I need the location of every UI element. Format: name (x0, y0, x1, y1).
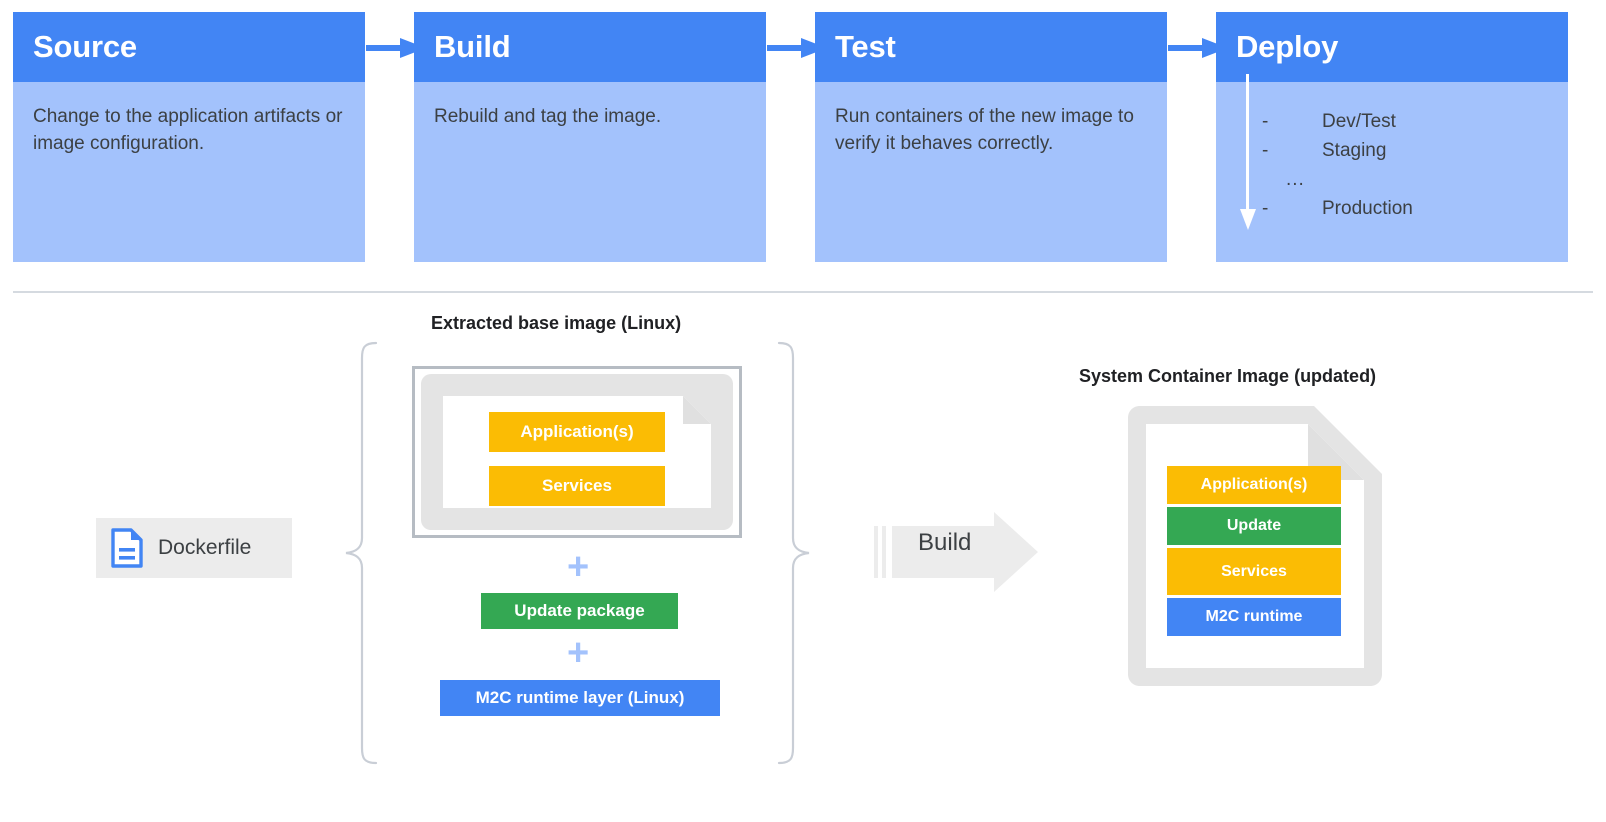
left-brace (345, 341, 378, 765)
card-header-build: Build (414, 12, 766, 82)
arrow-down-icon (1240, 74, 1256, 230)
system-container-layer-stack: Application(s) Update Services M2C runti… (1167, 466, 1341, 639)
pipeline-card-deploy[interactable]: Deploy - Dev/Test - Staging ... - Produc… (1216, 12, 1568, 262)
layer-bar-label: Update package (514, 601, 645, 620)
dockerfile-label: Dockerfile (158, 536, 252, 559)
sys-layer-m2c-runtime: M2C runtime (1167, 598, 1341, 636)
plus-icon-2: + (567, 632, 590, 674)
card-title-source: Source (33, 29, 137, 64)
card-header-test: Test (815, 12, 1167, 82)
card-title-test: Test (835, 29, 896, 64)
sys-layer-update: Update (1167, 507, 1341, 545)
layer-bar-services: Services (489, 466, 665, 506)
list-item-dash: - (1262, 111, 1269, 132)
sys-layer-label: Application(s) (1200, 476, 1308, 493)
build-action-arrow[interactable] (874, 510, 1040, 599)
list-item-dash: - (1262, 198, 1269, 219)
sys-layer-services: Services (1167, 548, 1341, 595)
card-title-build: Build (434, 29, 511, 64)
pipeline-card-test[interactable]: Test Run containers of the new image to … (815, 12, 1167, 262)
pipeline-card-source[interactable]: Source Change to the application artifac… (13, 12, 365, 262)
sys-layer-label: M2C runtime (1205, 608, 1303, 625)
deploy-environment-list: - Dev/Test - Staging ... - Production (1216, 82, 1568, 228)
list-ellipsis: ... (1286, 169, 1305, 190)
card-body-test: Run containers of the new image to verif… (835, 106, 1134, 154)
base-image-document-icon (421, 374, 733, 530)
arrow-right-block-icon (874, 512, 1038, 592)
layer-bar-label: Services (542, 476, 612, 495)
layer-bar-update-package: Update package (481, 593, 678, 629)
arrow-right-icon-3 (1168, 38, 1228, 58)
section-divider (13, 291, 1593, 293)
layer-bar-label: Application(s) (520, 422, 634, 441)
list-item: - Staging (1216, 141, 1568, 170)
list-item-label: Dev/Test (1322, 111, 1396, 132)
plus-icon-1: + (567, 546, 590, 588)
right-brace (777, 341, 810, 765)
list-item: - Dev/Test (1216, 112, 1568, 141)
extracted-base-image-caption: Extracted base image (Linux) (431, 313, 682, 333)
card-body-build: Rebuild and tag the image. (434, 106, 662, 127)
list-item: - Production (1216, 199, 1568, 228)
document-icon (111, 528, 143, 568)
list-item-label: Staging (1322, 140, 1387, 161)
pipeline-card-build[interactable]: Build Rebuild and tag the image. (414, 12, 766, 262)
card-body-source: Change to the application artifacts or i… (33, 106, 343, 154)
build-action-label: Build (918, 529, 972, 556)
sys-layer-label: Update (1226, 517, 1282, 534)
sys-layer-applications: Application(s) (1167, 466, 1341, 504)
card-title-deploy: Deploy (1236, 29, 1339, 64)
card-header-deploy: Deploy (1216, 12, 1568, 82)
arrow-right-icon-1 (366, 38, 426, 58)
card-header-source: Source (13, 12, 365, 82)
list-item-dash: - (1262, 140, 1269, 161)
layer-bar-label: M2C runtime layer (Linux) (475, 688, 685, 707)
list-item-label: Production (1322, 198, 1413, 219)
ci-cd-pipeline: Source Change to the application artifac… (0, 0, 1606, 275)
layer-bar-applications: Application(s) (489, 412, 665, 452)
arrow-right-icon-2 (767, 38, 827, 58)
layer-bar-m2c-runtime-layer: M2C runtime layer (Linux) (440, 680, 720, 716)
dockerfile-chip[interactable]: Dockerfile (96, 518, 292, 578)
sys-layer-label: Services (1221, 562, 1287, 580)
system-container-image-caption: System Container Image (updated) (1079, 366, 1377, 386)
